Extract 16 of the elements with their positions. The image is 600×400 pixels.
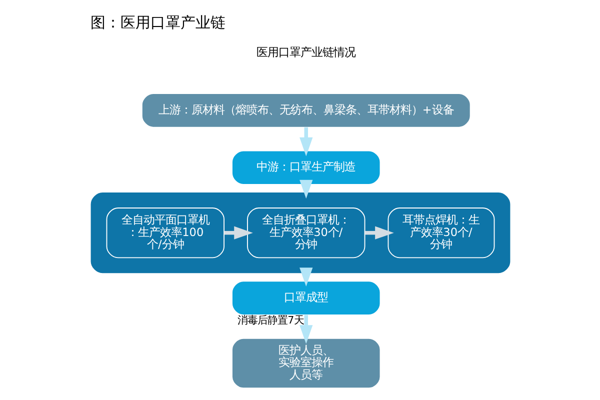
node-box: 口罩成型 xyxy=(231,280,380,316)
edge-label: 消毒后静置7天 xyxy=(237,314,304,326)
node-box: 全自动平面口罩机：生产效率100个/分钟 xyxy=(106,208,224,258)
node-box: 上游：原材料（熔喷布、无纺布、鼻梁条、耳带材料）+设备 xyxy=(140,93,470,128)
diagram-title: 图：医用口罩产业链 xyxy=(90,14,225,32)
arrow xyxy=(364,226,394,240)
label: 医用口罩产业链情况 xyxy=(256,46,356,60)
node-box: 耳带点焊机：生产效率30个/分钟 xyxy=(387,208,494,258)
arrow xyxy=(299,268,312,286)
arrow xyxy=(299,180,312,199)
node-box: 医护人员、实验室操作人员等 xyxy=(231,338,380,389)
cluster xyxy=(90,192,510,274)
arrow xyxy=(299,314,312,344)
node-box: 全自折叠口罩机：生产效率30个/分钟 xyxy=(246,208,365,258)
arrow xyxy=(299,127,312,156)
arrow xyxy=(224,226,252,240)
